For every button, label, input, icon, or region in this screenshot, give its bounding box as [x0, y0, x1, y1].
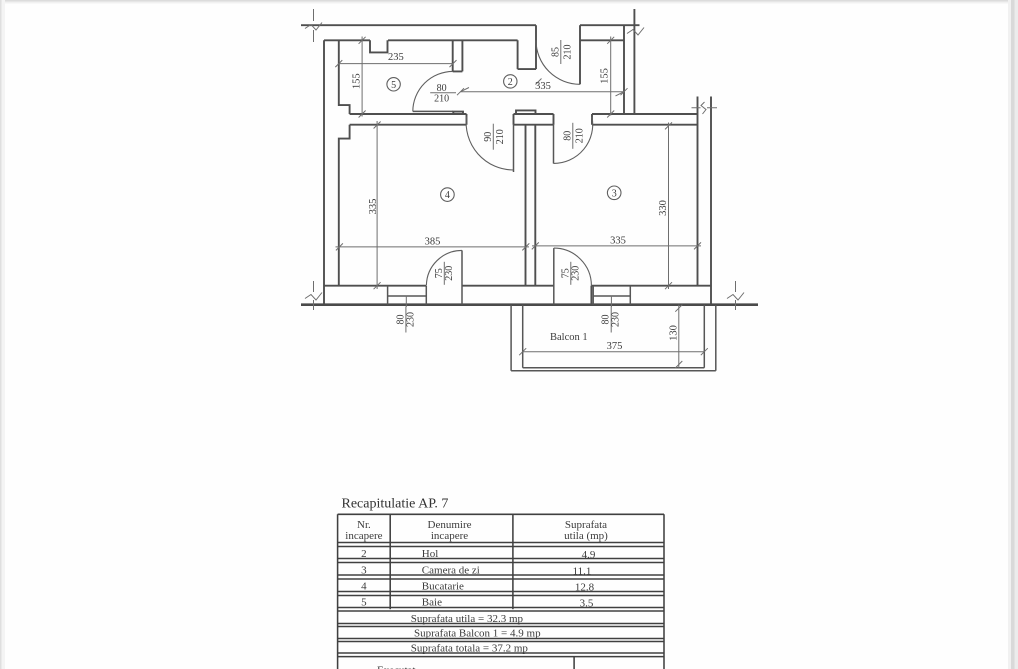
- svg-text:155: 155: [352, 73, 363, 89]
- svg-text:210: 210: [495, 129, 506, 144]
- svg-text:335: 335: [368, 199, 379, 215]
- svg-text:incapere: incapere: [345, 530, 382, 542]
- svg-text:Suprafata Balcon 1 = 4.9 mp: Suprafata Balcon 1 = 4.9 mp: [414, 627, 541, 639]
- svg-text:230: 230: [611, 312, 622, 327]
- svg-text:2: 2: [508, 77, 513, 88]
- svg-text:2: 2: [361, 548, 367, 560]
- svg-text:Suprafata totala = 37.2 mp: Suprafata totala = 37.2 mp: [411, 643, 529, 655]
- svg-text:3: 3: [612, 188, 617, 199]
- svg-text:155: 155: [600, 68, 611, 84]
- svg-text:75: 75: [434, 268, 445, 278]
- svg-text:80: 80: [395, 315, 406, 325]
- svg-text:Camera de zi: Camera de zi: [422, 564, 480, 576]
- svg-text:335: 335: [535, 81, 551, 92]
- svg-text:Recapitulatie AP. 7: Recapitulatie AP. 7: [342, 497, 449, 512]
- svg-text:80: 80: [437, 83, 447, 94]
- svg-text:210: 210: [574, 128, 585, 143]
- svg-text:incapere: incapere: [431, 530, 468, 542]
- svg-text:5: 5: [391, 80, 396, 91]
- svg-text:Baie: Baie: [422, 596, 442, 608]
- svg-text:utila (mp): utila (mp): [564, 530, 608, 542]
- svg-text:12.8: 12.8: [575, 582, 595, 594]
- svg-text:Bucatarie: Bucatarie: [422, 581, 464, 593]
- svg-text:4: 4: [361, 581, 367, 593]
- svg-text:Denumire: Denumire: [428, 519, 472, 531]
- svg-text:4.9: 4.9: [582, 549, 596, 561]
- svg-text:75: 75: [560, 268, 571, 278]
- svg-text:235: 235: [388, 52, 404, 63]
- svg-text:230: 230: [570, 266, 581, 281]
- svg-text:5: 5: [361, 596, 367, 608]
- svg-text:85: 85: [550, 47, 561, 57]
- svg-text:Executat: Executat: [377, 665, 415, 669]
- svg-text:11.1: 11.1: [573, 565, 592, 577]
- svg-text:3.5: 3.5: [580, 597, 594, 609]
- svg-text:335: 335: [610, 235, 626, 246]
- svg-text:Suprafata utila = 32.3 mp: Suprafata utila = 32.3 mp: [411, 613, 524, 625]
- svg-text:330: 330: [658, 200, 669, 216]
- svg-text:375: 375: [607, 341, 623, 352]
- svg-text:4: 4: [445, 190, 450, 201]
- svg-text:Hol: Hol: [422, 548, 439, 560]
- svg-text:Suprafata: Suprafata: [565, 519, 607, 531]
- svg-text:230: 230: [444, 266, 455, 281]
- svg-text:210: 210: [434, 94, 449, 105]
- svg-text:3: 3: [361, 564, 367, 576]
- svg-text:Nr.: Nr.: [357, 519, 371, 531]
- svg-text:385: 385: [425, 236, 441, 247]
- svg-text:80: 80: [562, 131, 573, 141]
- svg-text:210: 210: [562, 45, 573, 60]
- svg-text:230: 230: [405, 312, 416, 327]
- svg-text:Balcon 1: Balcon 1: [550, 332, 588, 343]
- svg-text:130: 130: [668, 325, 679, 341]
- svg-text:90: 90: [483, 132, 494, 142]
- svg-text:80: 80: [601, 315, 612, 325]
